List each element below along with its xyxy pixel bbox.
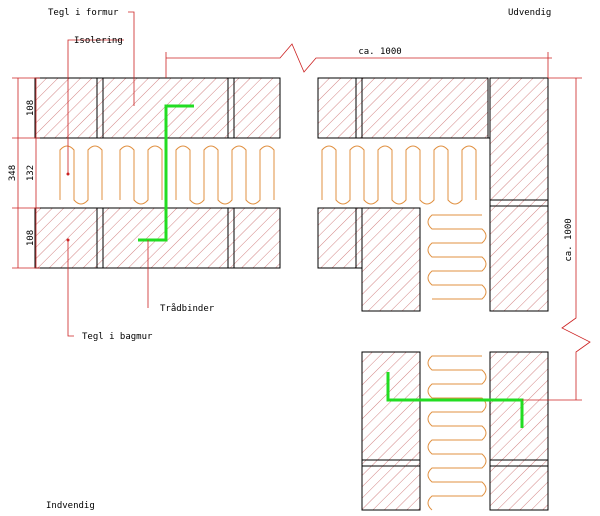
wire-tie-left bbox=[138, 104, 194, 242]
dim-vertical-spacing: ca. 1000 bbox=[564, 218, 574, 261]
vertical-dimension bbox=[522, 77, 591, 401]
insulation-leader-dot bbox=[66, 172, 70, 176]
label-inner-leaf: Tegl i bagmur bbox=[82, 332, 153, 342]
label-insulation: Isolering bbox=[74, 36, 123, 46]
horizontal-dimension bbox=[165, 43, 552, 78]
left-wall-section bbox=[34, 77, 281, 269]
corner-wall-section bbox=[317, 77, 549, 312]
dim-outer-leaf: 108 bbox=[26, 100, 36, 116]
outer-leaf-bricks bbox=[34, 77, 281, 139]
dim-total: 348 bbox=[8, 165, 18, 181]
dim-horizontal-spacing: ca. 1000 bbox=[358, 47, 401, 57]
dim-inner-leaf: 108 bbox=[26, 230, 36, 246]
inner-leaf-leader-dot bbox=[66, 238, 70, 242]
lower-wall-section bbox=[361, 351, 549, 511]
label-outside: Udvendig bbox=[508, 8, 551, 18]
label-inside: Indvendig bbox=[46, 501, 95, 511]
dim-cavity: 132 bbox=[26, 165, 36, 181]
leader-lines bbox=[67, 11, 149, 337]
vertical-dimensions-left bbox=[12, 77, 40, 269]
label-outer-leaf: Tegl i formur bbox=[48, 8, 119, 18]
wire-tie-lower bbox=[386, 372, 524, 428]
insulation-layer bbox=[35, 137, 280, 209]
label-wire-tie: Trådbinder bbox=[160, 303, 215, 314]
inner-leaf-bricks bbox=[34, 207, 281, 269]
